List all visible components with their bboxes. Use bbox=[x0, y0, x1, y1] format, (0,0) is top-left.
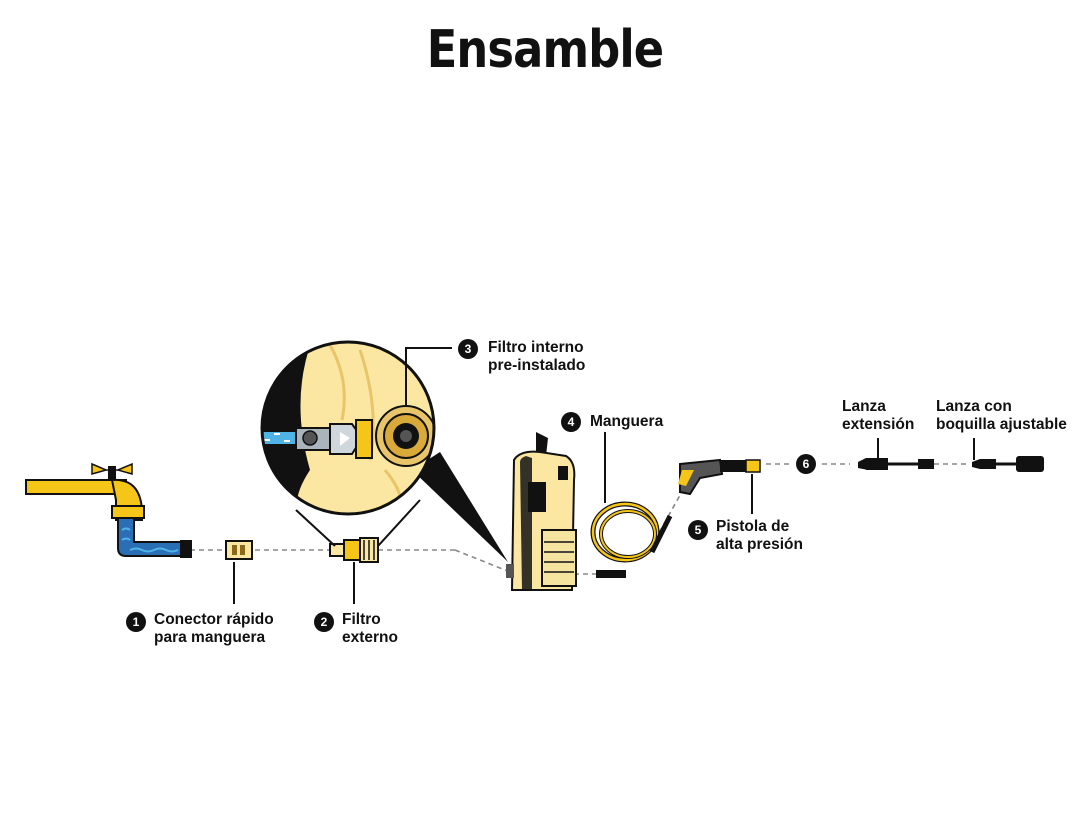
lance-extension bbox=[858, 438, 934, 470]
lanza-boquilla-label: Lanza con boquilla ajustable bbox=[936, 398, 1067, 434]
step-5-line2: alta presión bbox=[716, 536, 803, 553]
page-title: Ensamble bbox=[426, 20, 664, 80]
step-2-line1: Filtro bbox=[342, 611, 381, 628]
magnifier-wedge bbox=[412, 452, 508, 562]
spray-gun bbox=[678, 458, 761, 514]
coiled-hose bbox=[590, 432, 673, 578]
step-3-badge: 3 bbox=[458, 339, 478, 359]
step-5-label: Pistola de alta presión bbox=[716, 518, 803, 554]
step-5-badge: 5 bbox=[688, 520, 708, 540]
water-faucet bbox=[25, 462, 145, 521]
step-4-label: Manguera bbox=[590, 413, 664, 430]
step-1-line1: Conector rápido bbox=[154, 611, 274, 628]
pressure-washer-unit bbox=[506, 432, 577, 591]
step-3-line1: Filtro interno bbox=[488, 339, 584, 356]
step-2-line2: externo bbox=[342, 629, 398, 646]
lanza-boquilla-line1: Lanza con bbox=[936, 398, 1012, 415]
lance-adjustable-nozzle bbox=[972, 438, 1044, 472]
step-3-line2: pre-instalado bbox=[488, 357, 586, 374]
lanza-extension-label: Lanza extensión bbox=[842, 398, 914, 434]
garden-hose bbox=[117, 517, 192, 558]
step-4-badge: 4 bbox=[561, 412, 581, 432]
step-3-label: Filtro interno pre-instalado bbox=[488, 339, 585, 375]
assembly-guide-line bbox=[190, 463, 968, 575]
step-6-badge: 6 bbox=[796, 454, 816, 474]
step-1-badge: 1 bbox=[126, 612, 146, 632]
step-2-label: Filtro externo bbox=[342, 611, 398, 647]
lanza-boquilla-line2: boquilla ajustable bbox=[936, 416, 1067, 433]
step-1-line2: para manguera bbox=[154, 629, 266, 646]
step-5-line1: Pistola de bbox=[716, 518, 790, 535]
step-1-label: Conector rápido para manguera bbox=[154, 611, 274, 647]
step-2-badge: 2 bbox=[314, 612, 334, 632]
magnifier-pointers bbox=[295, 499, 421, 547]
lanza-extension-line2: extensión bbox=[842, 416, 915, 433]
external-filter bbox=[329, 537, 379, 604]
lanza-extension-line1: Lanza bbox=[842, 398, 886, 415]
quick-connector bbox=[225, 540, 253, 604]
magnified-detail bbox=[260, 340, 452, 516]
